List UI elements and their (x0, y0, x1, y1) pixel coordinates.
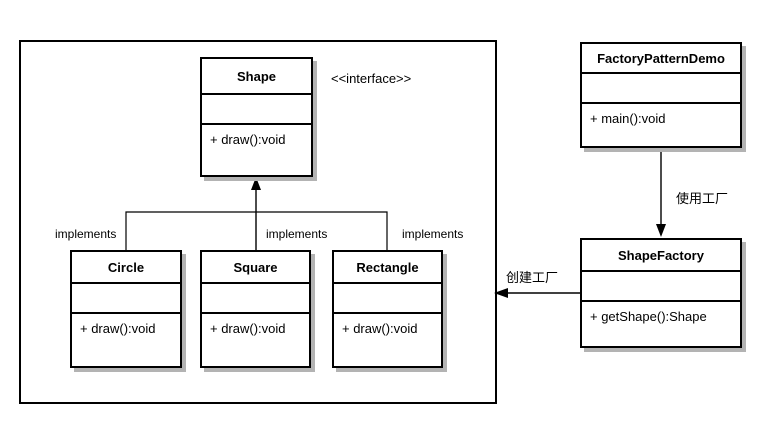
class-attributes-empty (582, 270, 740, 300)
class-box-factory-pattern-demo: FactoryPatternDemo + main():void (580, 42, 742, 148)
use-factory-edge-label: 使用工厂 (676, 191, 729, 206)
class-box-rectangle: Rectangle + draw():void (332, 250, 443, 368)
class-method: + main():void (582, 102, 740, 146)
class-title: FactoryPatternDemo (597, 50, 725, 66)
class-box-square: Square + draw():void (200, 250, 311, 368)
class-attributes-empty (202, 93, 311, 123)
class-attributes-empty (202, 282, 309, 312)
class-attributes-empty (582, 72, 740, 102)
class-method: + getShape():Shape (582, 300, 740, 346)
use-factory-arrowhead-icon (656, 224, 666, 237)
class-attributes-empty (334, 282, 441, 312)
class-title: Circle (107, 259, 145, 275)
class-attributes-empty (72, 282, 180, 312)
implements-label-middle: implements (266, 227, 328, 241)
class-method: + draw():void (72, 312, 180, 366)
class-title: Square (233, 259, 278, 275)
class-box-shape-factory: ShapeFactory + getShape():Shape (580, 238, 742, 348)
class-box-shape: Shape + draw():void (200, 57, 313, 177)
package-boundary (19, 40, 497, 404)
class-title: Rectangle (356, 259, 419, 275)
class-title: Shape (236, 68, 276, 84)
implements-label-left: implements (55, 227, 117, 241)
interface-stereotype-label: <<interface>> (331, 71, 412, 86)
create-factory-edge-label: 创建工厂 (506, 270, 559, 285)
class-title: ShapeFactory (618, 247, 704, 263)
class-method: + draw():void (334, 312, 441, 366)
class-method: + draw():void (202, 123, 311, 175)
class-method: + draw():void (202, 312, 309, 366)
class-box-circle: Circle + draw():void (70, 250, 182, 368)
implements-label-right: implements (402, 227, 464, 241)
